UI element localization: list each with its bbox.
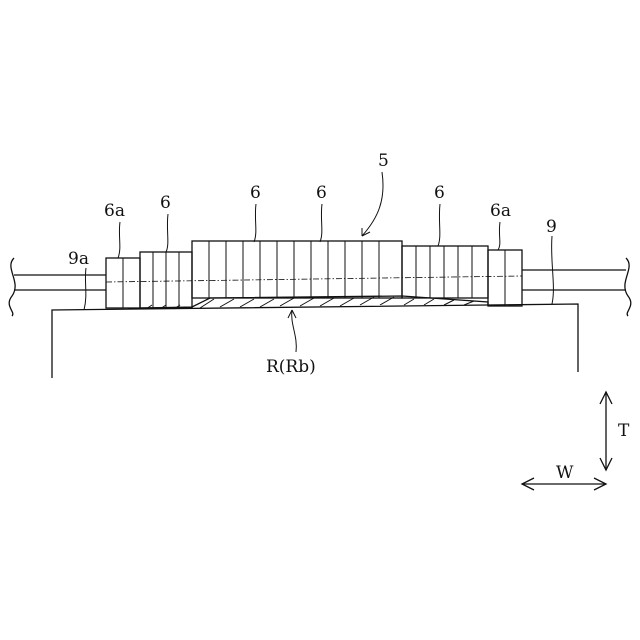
- segment-group-right: [402, 246, 488, 298]
- label-end-left: 6a: [104, 201, 125, 221]
- label-end-right: 6a: [490, 201, 511, 221]
- segment-group-left: [140, 252, 192, 308]
- label-region: R(Rb): [266, 357, 316, 377]
- end-block-right: [488, 250, 522, 306]
- label-axis-w: W: [556, 463, 574, 483]
- direction-arrow-t: [600, 392, 612, 470]
- label-segment-center-right: 6: [316, 183, 327, 203]
- label-segment-left: 6: [160, 193, 171, 213]
- label-segment-right: 6: [434, 183, 445, 203]
- label-segment-center-left: 6: [250, 183, 261, 203]
- end-block-left: [106, 258, 140, 308]
- label-base-left: 9a: [68, 249, 89, 269]
- label-assembly: 5: [378, 151, 389, 171]
- segment-group-center: [192, 241, 402, 298]
- label-base-right: 9: [546, 217, 557, 237]
- label-axis-t: T: [618, 421, 630, 441]
- center-axis-line: [106, 276, 522, 282]
